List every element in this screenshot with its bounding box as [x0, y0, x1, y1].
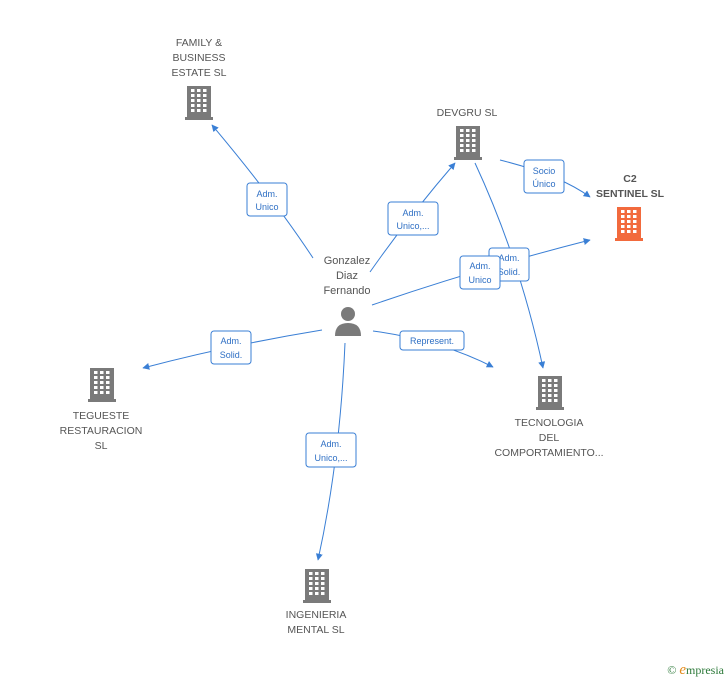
person-name: Diaz [336, 270, 358, 282]
company-node-family[interactable]: FAMILY & BUSINESS ESTATE SL [171, 37, 227, 120]
building-icon [185, 86, 213, 120]
relation-text: Unico [468, 275, 491, 285]
company-node-tecnologia[interactable]: TECNOLOGIA DEL COMPORTAMIENTO... [494, 376, 604, 459]
relation-text: Unico,... [396, 221, 429, 231]
brand-watermark: © empresia [667, 662, 724, 679]
company-node-devgru[interactable]: DEVGRU SL [437, 107, 498, 160]
company-name: TEGUESTE [73, 410, 130, 422]
building-icon [615, 207, 643, 241]
relation-text: Socio [533, 166, 556, 176]
relation-box [210, 330, 252, 365]
edges [142, 124, 591, 561]
company-name: DEVGRU SL [437, 107, 498, 119]
relation-box [305, 432, 357, 468]
relation-label-tegueste[interactable]: Adm. Solid. [210, 330, 252, 365]
building-icon [454, 126, 482, 160]
relation-text: Adm. [402, 208, 423, 218]
company-node-tegueste[interactable]: TEGUESTE RESTAURACION SL [60, 368, 143, 452]
company-name: C2 [623, 173, 637, 185]
relation-label-ingenieria[interactable]: Adm. Unico,... [305, 432, 357, 468]
company-name: ESTATE SL [171, 67, 226, 79]
relation-text: Solid. [498, 267, 521, 277]
relation-box [523, 159, 565, 194]
relation-text: Adm. [220, 336, 241, 346]
company-name: DEL [539, 432, 560, 444]
relation-label-devgru[interactable]: Adm. Unico,... [387, 201, 439, 236]
relation-text: Unico [255, 202, 278, 212]
company-name: TECNOLOGIA [515, 417, 584, 429]
company-node-c2[interactable]: C2 SENTINEL SL [596, 173, 665, 241]
relation-text: Adm. [256, 189, 277, 199]
relation-text: Represent. [410, 336, 454, 346]
relation-box [246, 182, 288, 217]
relation-label-tecnologia[interactable]: Represent. [399, 330, 465, 351]
brand-logo-initial: e [679, 662, 686, 678]
relation-label-devgru-c2[interactable]: Socio Único [523, 159, 565, 194]
company-node-ingenieria[interactable]: INGENIERIA MENTAL SL [286, 569, 347, 636]
relation-text: Adm. [320, 439, 341, 449]
relation-label-family[interactable]: Adm. Unico [246, 182, 288, 217]
brand-logo-text: mpresia [686, 663, 724, 677]
company-name: SENTINEL SL [596, 188, 665, 200]
relation-text: Adm. [498, 253, 519, 263]
relation-text: Adm. [469, 261, 490, 271]
building-icon [536, 376, 564, 410]
copyright-symbol: © [667, 663, 677, 677]
building-icon [303, 569, 331, 603]
relation-text: Único [532, 179, 555, 189]
relation-box [387, 201, 439, 236]
relation-text: Unico,... [314, 453, 347, 463]
company-name: INGENIERIA [286, 609, 347, 621]
relation-box [399, 330, 465, 351]
person-icon [335, 307, 361, 336]
relation-label-c2[interactable]: Adm. Unico [459, 255, 501, 290]
building-icon [88, 368, 116, 402]
company-name: SL [95, 440, 108, 452]
person-name: Fernando [323, 285, 370, 297]
relation-box [459, 255, 501, 290]
company-name: FAMILY & [176, 37, 222, 49]
company-name: BUSINESS [172, 52, 225, 64]
company-name: RESTAURACION [60, 425, 143, 437]
person-name: Gonzalez [324, 255, 370, 267]
company-name: MENTAL SL [287, 624, 344, 636]
relation-text: Solid. [220, 350, 243, 360]
person-node[interactable]: Gonzalez Diaz Fernando [323, 255, 371, 336]
company-name: COMPORTAMIENTO... [494, 447, 603, 459]
